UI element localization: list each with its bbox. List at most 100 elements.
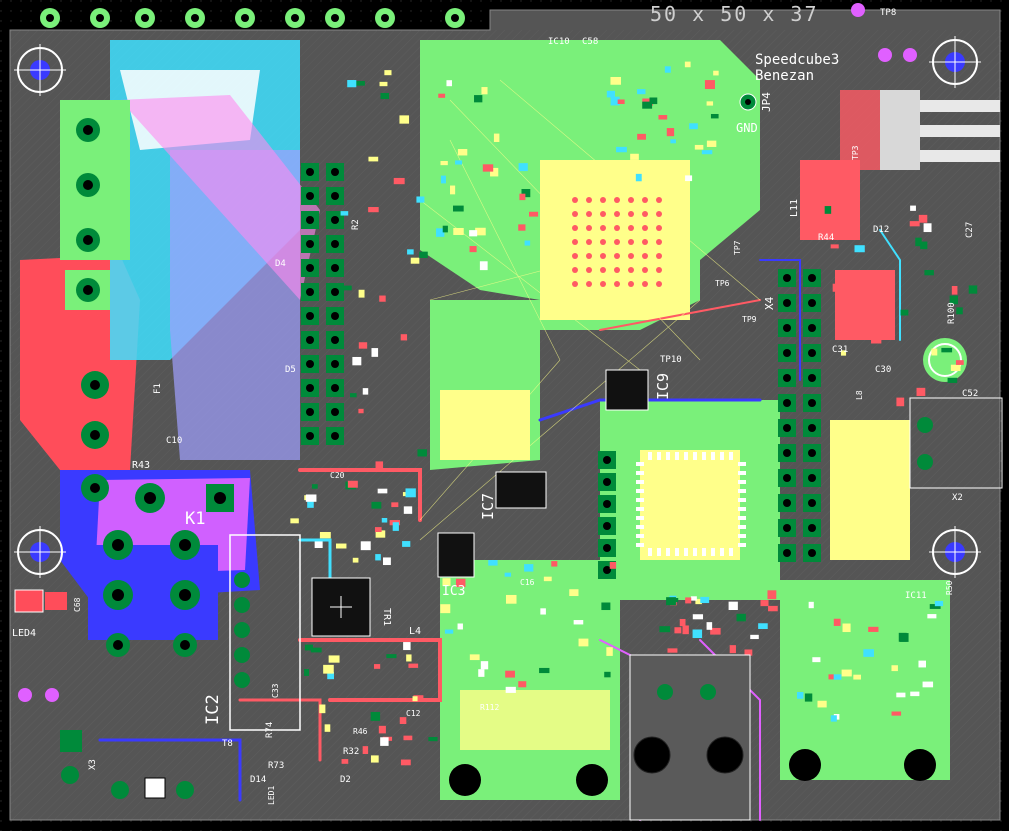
header-pin-hole [783,399,791,407]
smd-pad [347,480,358,488]
smd-pad [377,488,388,494]
smd-pad [863,649,874,657]
bga-ball [642,197,648,203]
qfp-pad [666,548,670,556]
smd-pad [695,598,702,605]
header-pin-hole [808,324,816,332]
smd-pad [347,80,357,88]
smd-pad [440,175,446,184]
bga-ball [572,211,578,217]
smd-pad [319,531,331,539]
smd-pad [358,289,365,298]
smd-pad [371,348,379,357]
smd-pad [934,600,944,607]
d4-label: D4 [275,259,286,269]
smd-pad [370,755,379,763]
smd-pad [305,494,317,502]
smd-pad [609,561,617,569]
smd-pad [403,735,413,741]
bga-ball [614,197,620,203]
bga-ball [586,267,592,273]
ic7-label: IC7 [479,493,497,520]
bga-ball [614,225,620,231]
smd-pad [540,608,546,615]
smd-pad [505,670,515,678]
header-pin-hole [603,478,611,486]
smd-pad [578,638,589,647]
smd-pad [457,149,468,156]
header-pin-hole [331,264,339,272]
smd-pad [336,543,347,549]
smd-pad [690,596,697,601]
header-pin-hole [808,299,816,307]
smd-pad [413,695,424,701]
bga-ball [586,281,592,287]
r32-label: R32 [343,747,359,757]
smd-pad [812,657,821,663]
bga-ball [586,211,592,217]
bga-ball [628,197,634,203]
bga-ball [656,253,662,259]
smd-pad [518,163,528,172]
smd-pad [909,221,920,227]
smd-pad [428,737,438,742]
smd-pad [630,153,639,160]
header-pin-hole [783,474,791,482]
qfp-pad [636,516,644,520]
smd-pad [929,604,941,609]
smd-pad [706,140,717,147]
jp4-label: JP4 [760,92,773,112]
smd-pad [444,629,454,634]
smd-pad [689,123,698,130]
smd-pad [830,244,839,249]
mounting-holes [14,36,981,578]
qfp-pad [636,489,644,493]
x2-label: X2 [952,493,963,503]
header-pin-hole [331,336,339,344]
x3-label: X3 [88,759,98,770]
smd-pad [405,488,416,498]
bga-ball [614,211,620,217]
smd-pad [610,96,620,106]
smd-pad [504,572,512,577]
smd-pad [350,393,357,398]
header-pin-hole [306,216,314,224]
smd-pad [440,160,448,166]
smd-pad [669,598,679,603]
smd-pad [949,295,959,305]
smd-pad [391,502,399,508]
smd-pad [664,66,671,73]
bga-ball [586,197,592,203]
l4-label: L4 [409,626,421,637]
smd-pad [682,625,689,635]
smd-pad [358,342,368,349]
bga-ball [642,267,648,273]
smd-pad [374,527,382,533]
smd-pad [400,759,411,766]
header-pin-hole [783,324,791,332]
header-pin-hole [331,216,339,224]
header-pin-hole [808,549,816,557]
header-pin-hole [783,299,791,307]
header-pin-hole [808,424,816,432]
smd-pad [710,627,721,635]
smd-pad [610,76,621,85]
smd-pad [891,665,898,672]
smd-pad [706,622,713,630]
chip-group [437,197,746,578]
header-pin-hole [808,274,816,282]
pin-header-group [301,163,821,579]
smd-pad [833,674,842,680]
ic3-label: IC3 [442,584,465,599]
smd-pad [833,618,841,626]
smd-pad [729,645,736,654]
smd-pad [896,692,906,698]
smd-pad [713,70,719,76]
smd-pad [951,285,958,295]
smd-pad [407,249,414,255]
r74-label: R74 [265,722,275,738]
smd-pad [341,759,349,764]
smd-pad [482,164,494,172]
tp6-label: TP6 [715,279,730,288]
